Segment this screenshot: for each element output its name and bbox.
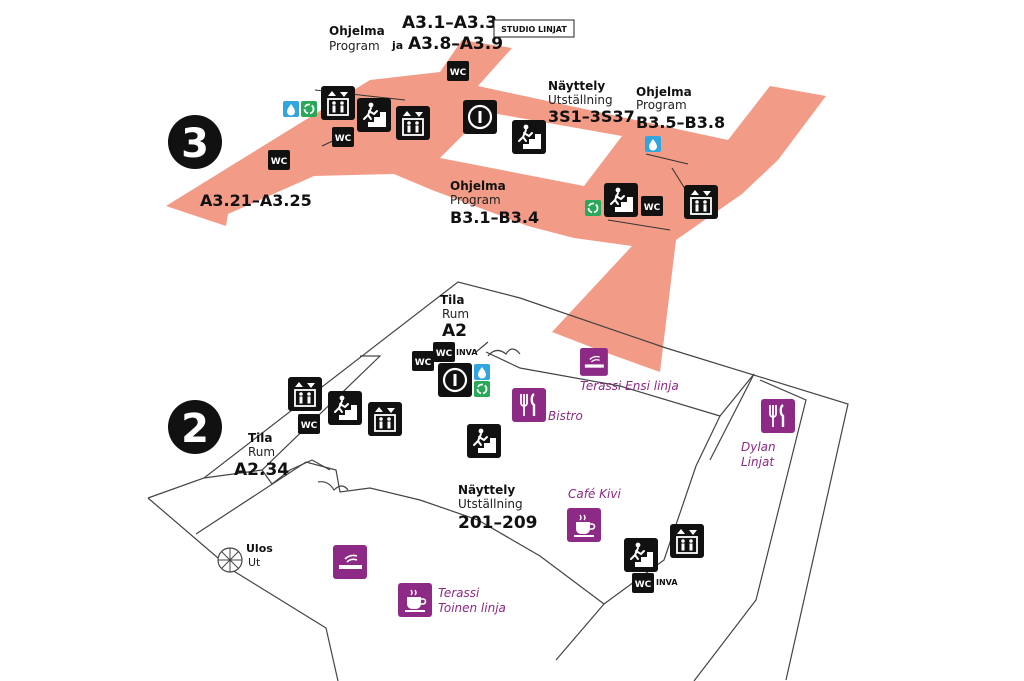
floor-3-divider	[607, 219, 671, 231]
water-drop-icon	[474, 364, 490, 380]
smoking-area-icon	[332, 544, 368, 580]
coffee-cup-icon	[566, 507, 602, 543]
place-dylan: Dylan	[741, 440, 776, 454]
label-program: Program	[329, 39, 380, 53]
label-ohjelma: Ohjelma	[636, 85, 692, 99]
info-icon	[461, 98, 499, 136]
room-code: A2.34	[234, 460, 289, 480]
door-arc	[317, 481, 349, 491]
inva-label: INVA	[456, 348, 478, 357]
stairs-icon	[356, 97, 392, 133]
label-rum: Rum	[248, 445, 275, 459]
fork-knife-icon	[510, 386, 548, 424]
place-dylan-linjat: Linjat	[741, 455, 775, 469]
inva-label: INVA	[656, 578, 678, 587]
water-drop-icon	[283, 101, 299, 117]
label-tila: Tila	[248, 431, 273, 445]
elevator-icon	[669, 523, 705, 559]
studio-linjat-tag: STUDIO LINJAT	[493, 19, 575, 38]
wc-icon	[447, 61, 469, 81]
floor-3-badge: 3	[168, 115, 222, 169]
smoking-area-icon	[579, 347, 609, 377]
wc-icon	[412, 351, 434, 371]
place-terassi-toinen-linja: Toinen linja	[438, 601, 506, 615]
label-ohjelma: Ohjelma	[329, 24, 385, 38]
elevator-icon	[287, 376, 323, 412]
wc-icon	[332, 127, 354, 147]
floor-2-outline	[147, 281, 849, 681]
water-drop-icon	[645, 136, 661, 152]
label-utstallning: Utställning	[548, 93, 613, 107]
elevator-icon	[367, 401, 403, 437]
svg-text:STUDIO LINJAT: STUDIO LINJAT	[501, 25, 567, 34]
place-bistro: Bistro	[548, 409, 583, 423]
wc-icon	[298, 414, 320, 434]
room-range: A3.8–A3.9	[408, 34, 503, 54]
stairs-icon	[511, 119, 547, 155]
label-ulos: Ulos	[246, 542, 273, 555]
label-program: Program	[636, 98, 687, 112]
stairs-icon	[603, 182, 639, 218]
info-icon	[436, 361, 474, 399]
room-range: A3.1–A3.3	[402, 13, 497, 33]
floor-2-badge: 2	[168, 400, 222, 454]
svg-text:3: 3	[181, 121, 209, 167]
label-nayttely: Näyttely	[548, 79, 605, 93]
room-range: A3.21–A3.25	[200, 191, 312, 210]
recycle-icon	[584, 199, 602, 217]
place-terassi: Terassi	[438, 586, 480, 600]
room-range: B3.1–B3.4	[450, 208, 539, 227]
label-program: Program	[450, 193, 501, 207]
label-rum: Rum	[442, 307, 469, 321]
label-ohjelma: Ohjelma	[450, 179, 506, 193]
elevator-icon	[395, 105, 431, 141]
elevator-icon	[683, 184, 719, 220]
label-ja: ja	[391, 39, 403, 52]
label-utstallning: Utställning	[458, 497, 523, 511]
label-nayttely: Näyttely	[458, 483, 515, 497]
recycle-icon	[300, 100, 318, 118]
room-range: B3.5–B3.8	[636, 113, 725, 132]
elevator-icon	[320, 85, 356, 121]
room-range: 201–209	[458, 513, 537, 533]
door-arc	[487, 348, 521, 357]
wc-icon	[268, 150, 290, 170]
svg-text:2: 2	[181, 406, 209, 452]
coffee-cup-icon	[397, 582, 433, 618]
stairs-icon	[327, 390, 363, 426]
room-code: A2	[442, 321, 467, 341]
wc-icon	[641, 196, 663, 216]
place-terassi-ensi-linja: Terassi Ensi linja	[580, 379, 679, 393]
stairs-icon	[466, 423, 502, 459]
recycle-icon	[473, 380, 491, 398]
fork-knife-icon	[759, 397, 797, 435]
floor-3-divider	[645, 153, 689, 165]
wc-icon	[632, 573, 654, 593]
place-cafe-kivi: Café Kivi	[568, 487, 621, 501]
floor-3-area	[166, 40, 826, 372]
wc-icon	[433, 342, 455, 362]
room-range: 3S1–3S37	[548, 107, 635, 126]
label-tila: Tila	[440, 293, 465, 307]
stairs-icon	[623, 537, 659, 573]
label-ut: Ut	[248, 556, 261, 569]
revolving-door-icon	[217, 547, 243, 573]
